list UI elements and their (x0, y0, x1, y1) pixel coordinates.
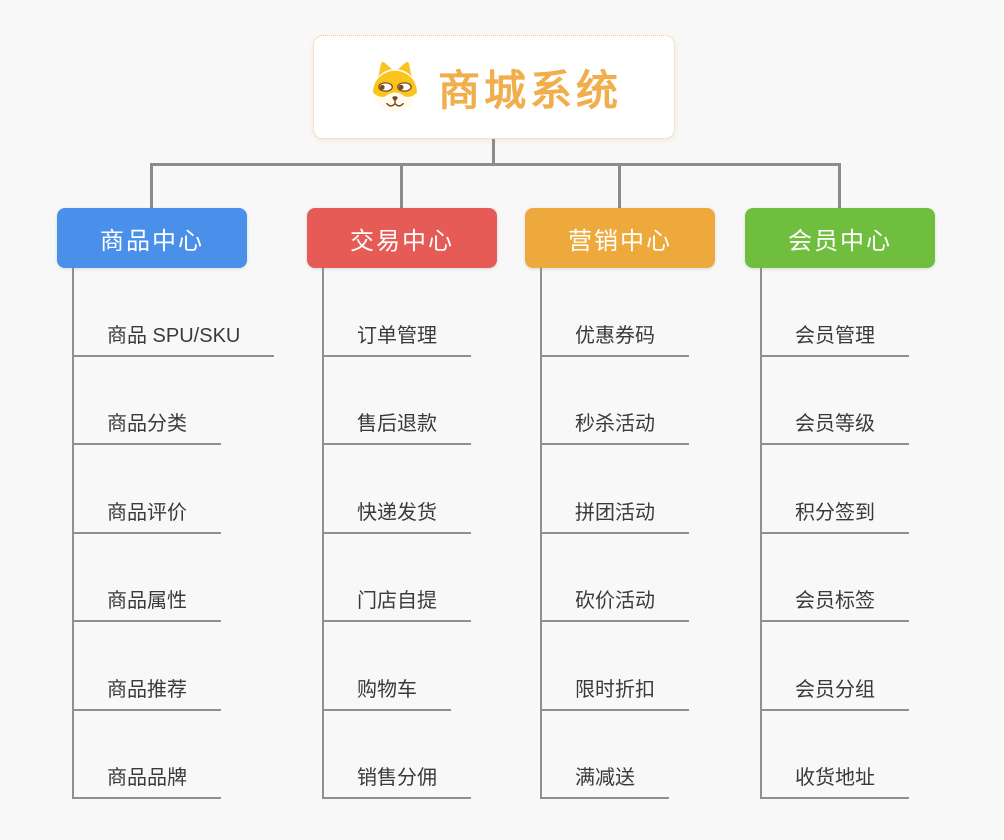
branch-topic-trade[interactable]: 交易中心 (307, 208, 497, 268)
branch-products: 商品中心 商品 SPU/SKU 商品分类 商品评价 商品属性 商品推荐 商品品牌 (57, 208, 275, 799)
subtopic[interactable]: 订单管理 (323, 317, 471, 357)
subtopic[interactable]: 门店自提 (323, 582, 471, 622)
central-topic-title: 商城系统 (437, 66, 622, 114)
subtopic[interactable]: 会员标签 (761, 582, 909, 622)
subtopic[interactable]: 秒杀活动 (541, 405, 689, 445)
subtopic[interactable]: 商品分类 (73, 405, 221, 445)
subtopic[interactable]: 销售分佣 (323, 759, 471, 799)
subtopic[interactable]: 售后退款 (323, 405, 471, 445)
subtopic[interactable]: 快递发货 (323, 494, 471, 534)
subtopic[interactable]: 满减送 (541, 759, 669, 799)
connector-root-stub (492, 139, 495, 164)
subtopic[interactable]: 拼团活动 (541, 494, 689, 534)
subtopic[interactable]: 积分签到 (761, 494, 909, 534)
central-topic[interactable]: 商城系统 (313, 35, 675, 139)
branch-topic-marketing[interactable]: 营销中心 (525, 208, 715, 268)
subtopic[interactable]: 收货地址 (761, 759, 909, 799)
connector-bus (150, 163, 840, 166)
subtopic[interactable]: 商品推荐 (73, 671, 221, 711)
branch-marketing: 营销中心 优惠券码 秒杀活动 拼团活动 砍价活动 限时折扣 满减送 (525, 208, 715, 799)
connector-drop-members (838, 163, 841, 209)
branch-members: 会员中心 会员管理 会员等级 积分签到 会员标签 会员分组 收货地址 (745, 208, 935, 799)
connector-drop-marketing (618, 163, 621, 209)
subtopic[interactable]: 购物车 (323, 671, 451, 711)
subtopic[interactable]: 会员分组 (761, 671, 909, 711)
branch-topic-members[interactable]: 会员中心 (745, 208, 935, 268)
branch-trade: 交易中心 订单管理 售后退款 快递发货 门店自提 购物车 销售分佣 (307, 208, 497, 799)
subtopic[interactable]: 限时折扣 (541, 671, 689, 711)
subtopic[interactable]: 优惠券码 (541, 317, 689, 357)
subtopic[interactable]: 砍价活动 (541, 582, 689, 622)
subtopic[interactable]: 商品 SPU/SKU (73, 317, 275, 357)
shiba-dog-face-icon (366, 60, 424, 114)
subtopic[interactable]: 商品评价 (73, 494, 221, 534)
subtopic[interactable]: 商品属性 (73, 582, 221, 622)
subtopic[interactable]: 商品品牌 (73, 759, 221, 799)
connector-drop-products (150, 163, 153, 209)
connector-drop-trade (400, 163, 403, 209)
subtopic[interactable]: 会员等级 (761, 405, 909, 445)
branch-topic-products[interactable]: 商品中心 (57, 208, 247, 268)
subtopic[interactable]: 会员管理 (761, 317, 909, 357)
